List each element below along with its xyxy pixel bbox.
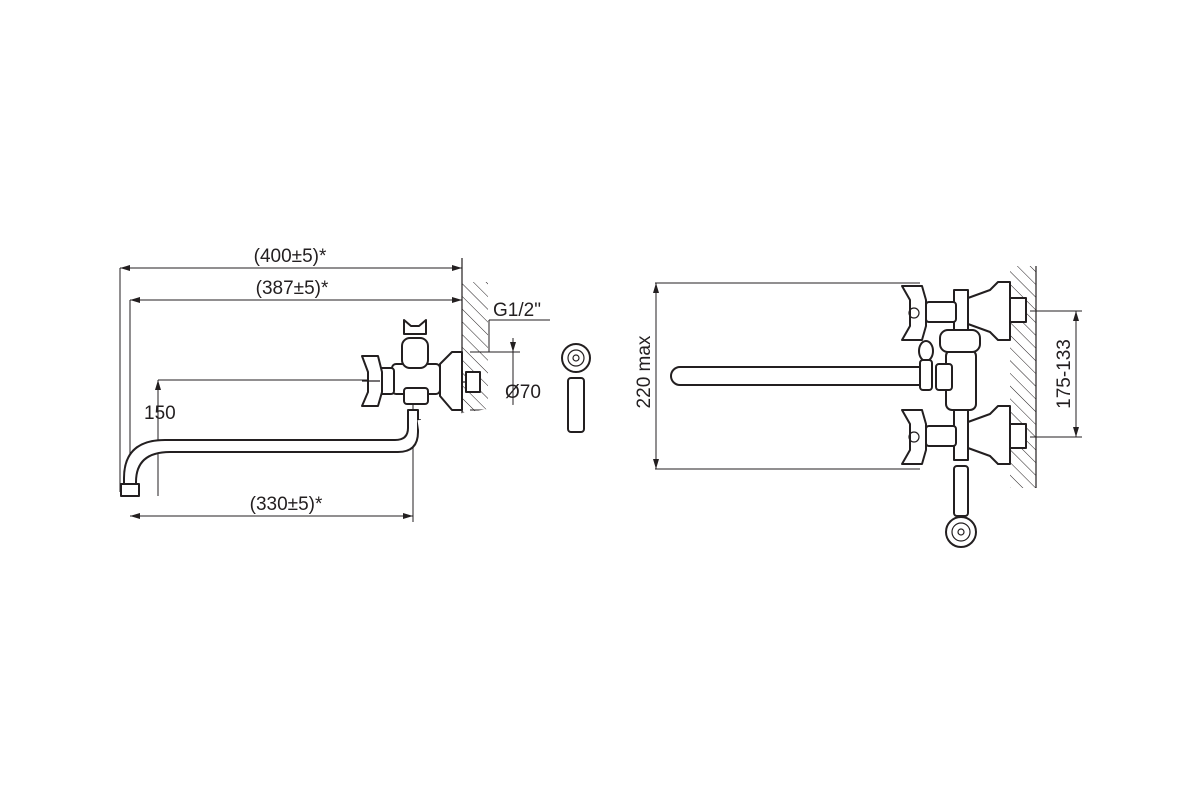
diverter-knob [939,329,981,353]
top-view: 220 max 175-133 [634,266,1082,548]
thread-label: G1/2" [493,300,541,321]
flange-diameter-label: Ø70 [505,382,541,403]
side-view: (400±5)* (387±5)* 150 (330±5)* [119,246,591,522]
dimension-spout-height: 150 [144,379,375,496]
dimension-body-length: (387±5)* [129,278,462,488]
dimension-center-distance: 175-133 [1030,310,1082,438]
valve-lower [901,405,1027,465]
wall-flange [439,351,481,411]
max-width-label: 220 max [634,335,655,408]
spout-top [670,366,926,386]
mixer-body [391,319,441,405]
center-distance-label: 175-133 [1054,339,1075,409]
overall-length-label: (400±5)* [254,246,327,267]
spout-reach-label: (330±5)* [250,494,323,515]
valve-handle-side [361,355,395,407]
hand-shower-top [945,465,977,548]
shower-hose [417,394,577,505]
dimension-thread: G1/2" [488,300,550,352]
hand-shower [561,343,591,433]
spout [120,409,419,497]
spout-height-label: 150 [144,403,176,424]
valve-upper [901,281,1027,341]
dimension-overall-length: (400±5)* [119,246,462,492]
dimension-max-width: 220 max [634,282,920,470]
body-length-label: (387±5)* [256,278,329,299]
